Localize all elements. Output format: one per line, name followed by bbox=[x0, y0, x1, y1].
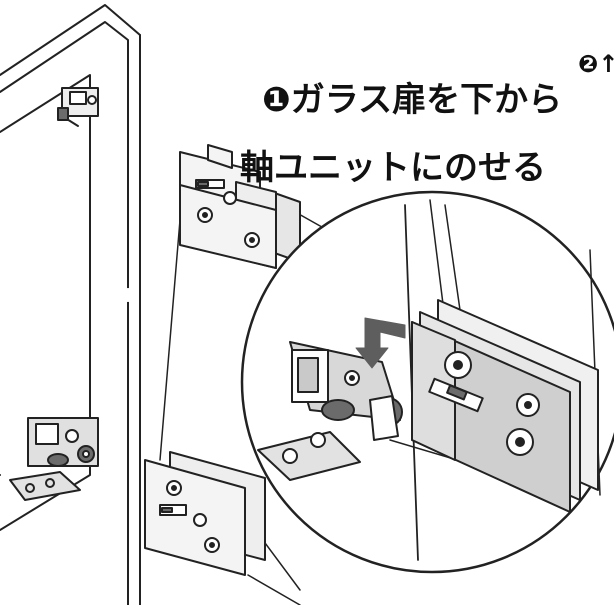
top-pivot-unit bbox=[57, 87, 99, 127]
step1-caption-line1: ❶ガラス扉を下から bbox=[262, 80, 563, 120]
step1-caption-line2: 軸ユニットにのせる bbox=[240, 148, 546, 188]
bottom-hinge-clamp bbox=[144, 451, 266, 576]
step2-label-partial: ❷↑ bbox=[578, 50, 614, 78]
cabinet-frame bbox=[0, 4, 141, 605]
top-hinge-clamp bbox=[179, 144, 301, 269]
magnifier-circle bbox=[240, 190, 614, 574]
zoom-pivot-unit bbox=[257, 341, 403, 481]
insert-arrow bbox=[355, 317, 406, 369]
bottom-left-pivot-unit bbox=[9, 417, 99, 501]
zoom-hinge-clamp bbox=[411, 299, 599, 513]
